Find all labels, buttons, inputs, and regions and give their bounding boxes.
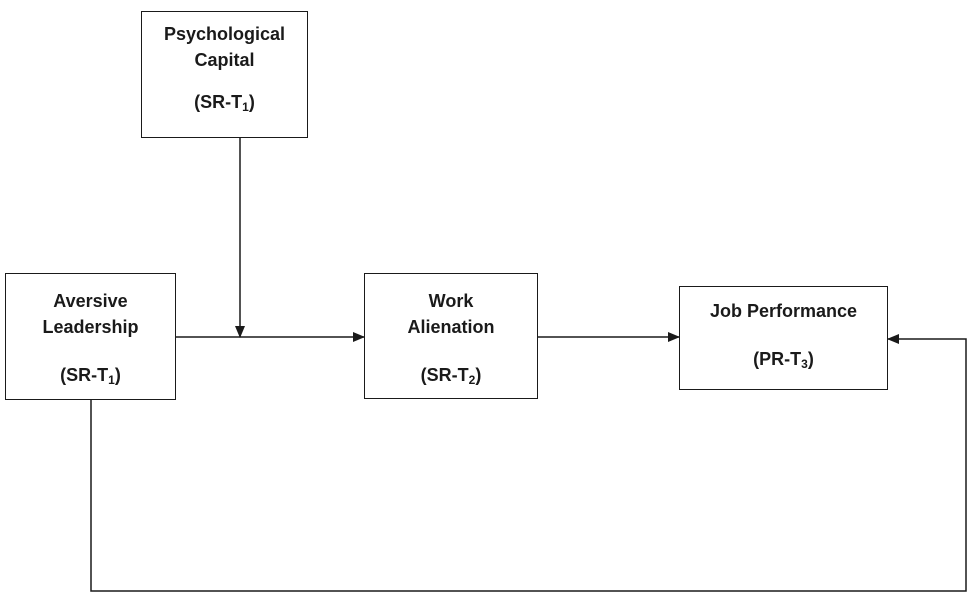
psychological-capital-box: Psychological Capital (SR-T1) xyxy=(141,11,308,138)
job-performance-box: Job Performance (PR-T3) xyxy=(679,286,888,390)
job-performance-label: Job Performance xyxy=(709,301,858,321)
aversive-leadership-measure: (SR-T1) xyxy=(60,365,121,387)
aversive-leadership-label-line1: Aversive xyxy=(53,291,128,311)
work-alienation-box: Work Alienation (SR-T2) xyxy=(364,273,538,399)
aversive-leadership-box: Aversive Leadership (SR-T1) xyxy=(5,273,176,400)
job-performance-measure: (PR-T3) xyxy=(753,349,814,371)
arrow-aversive-to-jobperformance xyxy=(90,334,967,592)
aversive-leadership-label-line2: Leadership xyxy=(42,317,139,337)
work-alienation-label-line2: Alienation xyxy=(407,317,495,337)
psychological-capital-label-line1: Psychological xyxy=(163,24,286,44)
work-alienation-measure: (SR-T2) xyxy=(420,365,482,387)
psychological-capital-measure: (SR-T1) xyxy=(194,92,255,114)
work-alienation-label-line1: Work xyxy=(428,291,474,311)
psychological-capital-label-line2: Capital xyxy=(194,50,255,70)
